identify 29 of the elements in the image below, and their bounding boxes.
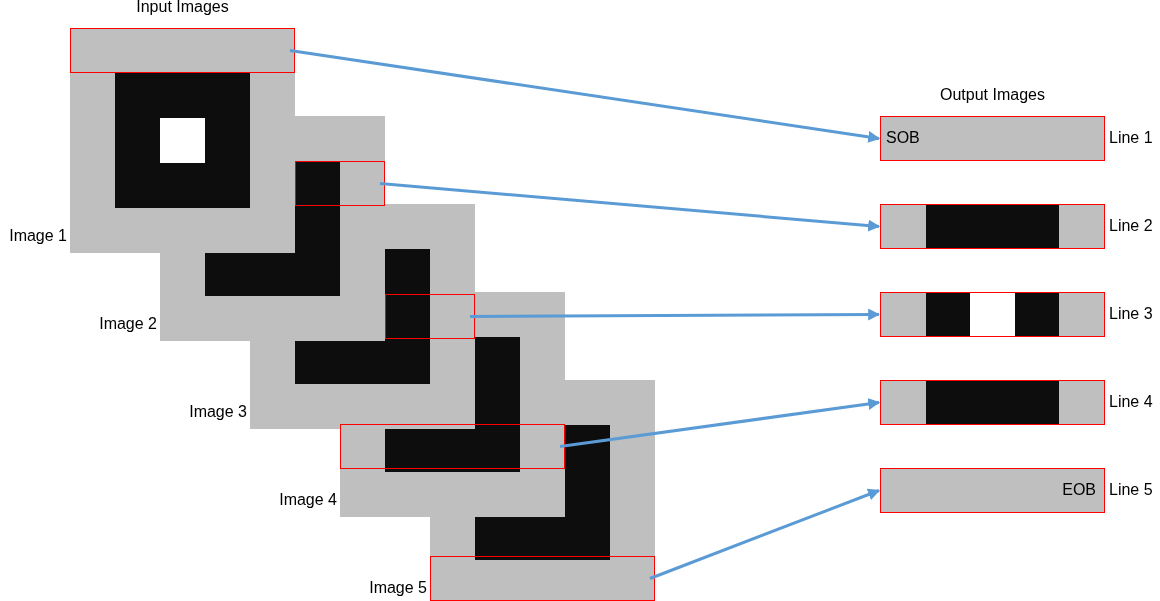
pixel-image-drawing bbox=[430, 380, 655, 601]
pixel-image-drawing bbox=[70, 28, 295, 253]
line-label: Line 1 bbox=[1109, 128, 1153, 148]
heading-text: Output Images bbox=[939, 85, 1046, 105]
highlight-box bbox=[340, 424, 565, 469]
arrow bbox=[289, 49, 881, 143]
image-label: Image 5 bbox=[369, 578, 427, 598]
highlight-box bbox=[295, 161, 385, 206]
image-label: Image 1 bbox=[9, 226, 67, 246]
line-label: Line 4 bbox=[1109, 392, 1153, 412]
image-label: Image 4 bbox=[279, 490, 337, 510]
arrow bbox=[559, 398, 881, 448]
heading-text: Input Images bbox=[135, 0, 230, 17]
marker-text: SOB bbox=[886, 128, 920, 148]
highlight-box bbox=[70, 28, 295, 73]
arrow bbox=[470, 308, 881, 321]
pixel-image-drawing bbox=[160, 116, 385, 341]
pixel-image-drawing bbox=[340, 292, 565, 517]
image-label: Image 2 bbox=[99, 314, 157, 334]
marker-text: EOB bbox=[1062, 480, 1096, 500]
highlight-box bbox=[385, 294, 475, 339]
line-label: Line 5 bbox=[1109, 480, 1153, 500]
arrow bbox=[649, 488, 881, 580]
highlight-box bbox=[430, 556, 655, 601]
line-label: Line 3 bbox=[1109, 304, 1153, 324]
line-label: Line 2 bbox=[1109, 216, 1153, 236]
arrow bbox=[379, 182, 881, 232]
image-label: Image 3 bbox=[189, 402, 247, 422]
pixel-image-drawing bbox=[250, 204, 475, 429]
